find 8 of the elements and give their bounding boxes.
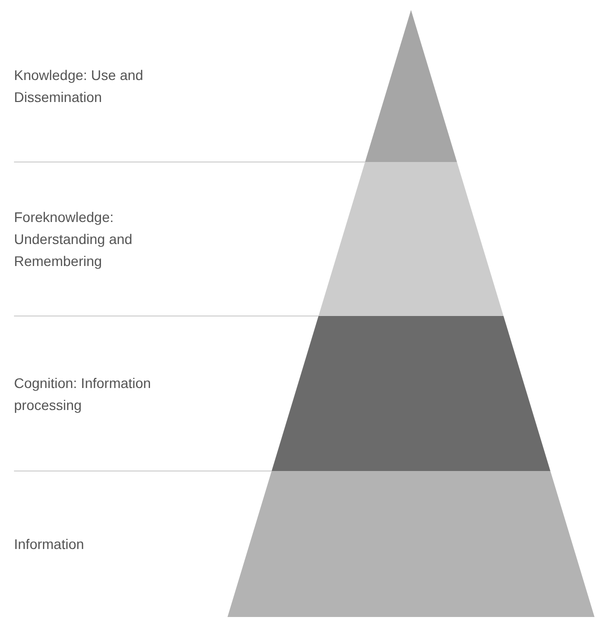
level-label: Knowledge: Use and Dissemination <box>14 66 144 107</box>
level-label: Foreknowledge: Understanding and Remembering <box>14 208 134 271</box>
level-label: Information <box>14 535 86 554</box>
pyramid-level <box>272 316 550 471</box>
level-label: Cognition: Information processing <box>14 374 152 415</box>
pyramid-level <box>228 471 594 617</box>
pyramid-level <box>365 10 457 162</box>
pyramid-level <box>318 162 504 316</box>
